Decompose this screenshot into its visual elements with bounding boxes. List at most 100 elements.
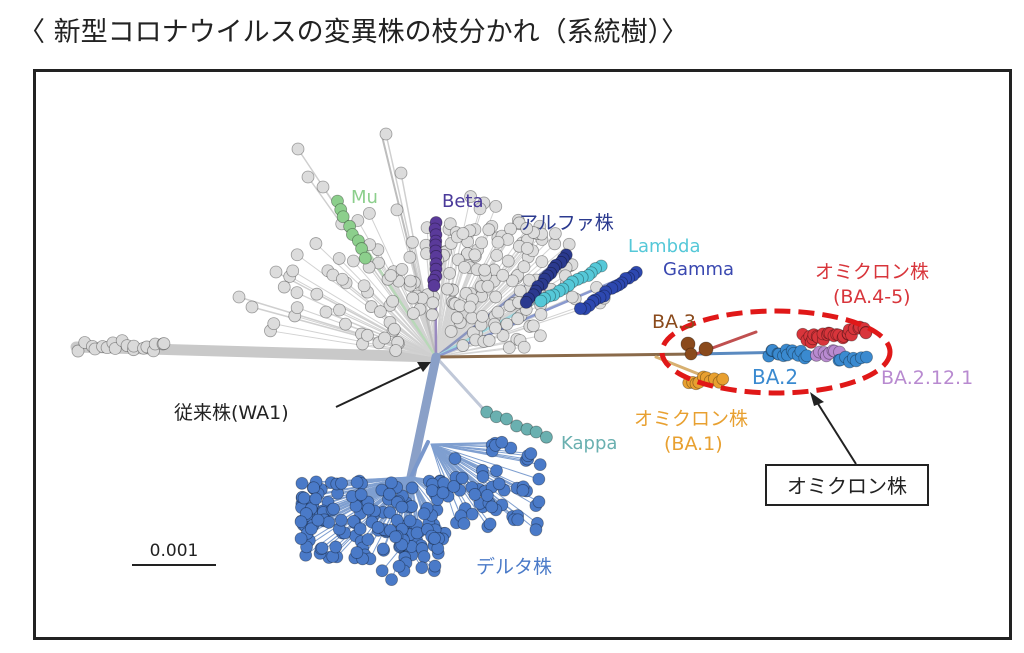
delta-node — [354, 488, 368, 501]
delta-node — [480, 489, 494, 502]
delta-node — [353, 522, 367, 536]
delta-branch — [430, 443, 524, 488]
delta-node — [428, 532, 441, 545]
delta-node — [395, 500, 409, 514]
ba3-node — [684, 347, 698, 361]
gray-node — [403, 250, 417, 264]
delta-node — [371, 521, 385, 534]
gray-node — [267, 317, 281, 331]
delta-node — [504, 441, 518, 455]
kappa-node — [529, 425, 543, 439]
omicron-callout-box — [765, 464, 929, 506]
gray-node — [395, 263, 409, 276]
gray-node — [373, 305, 387, 318]
gray-node — [269, 265, 283, 279]
gray-node — [362, 206, 376, 220]
gray-node — [357, 279, 371, 293]
lambda-node — [534, 294, 548, 308]
gray-node — [290, 286, 304, 299]
delta-node — [307, 481, 321, 495]
delta-node — [297, 491, 311, 505]
gray-node — [562, 237, 576, 251]
omicron-stem-branch — [434, 352, 698, 359]
gray-node — [378, 331, 392, 345]
gray-node — [406, 307, 420, 320]
delta-node — [392, 559, 406, 573]
gray-node — [491, 305, 505, 319]
gray-node — [339, 317, 352, 331]
delta-node — [383, 506, 397, 519]
kappa-node — [539, 430, 553, 444]
gray-node — [108, 342, 122, 355]
tree-nodes — [71, 127, 873, 587]
gray-node — [157, 337, 171, 350]
gray-node — [310, 287, 324, 301]
delta-branch — [430, 443, 524, 491]
gray-node — [533, 329, 547, 343]
delta-node — [492, 477, 506, 491]
gray-node — [71, 344, 85, 358]
gray-node — [390, 203, 404, 217]
delta-node — [532, 495, 546, 509]
delta-node — [532, 472, 546, 486]
delta-node — [455, 471, 469, 485]
gray-node — [489, 321, 502, 335]
gray-node — [496, 329, 510, 342]
delta-node — [417, 507, 431, 521]
gray-branch — [273, 323, 437, 358]
delta-label: デルタ株 — [476, 556, 552, 578]
gray-node — [277, 280, 291, 294]
gray-node — [456, 227, 470, 240]
delta-stem-branch — [406, 352, 441, 482]
gray-node — [473, 202, 487, 216]
gray-node — [443, 217, 457, 231]
gray-node — [534, 308, 548, 321]
gray-node — [476, 309, 489, 323]
gray-branch — [435, 250, 534, 358]
gray-branch — [251, 306, 437, 358]
gray-node — [333, 303, 346, 317]
kappa-node — [500, 412, 513, 426]
beta-node — [427, 279, 441, 292]
gray-node — [464, 190, 477, 203]
wa1-label: 従来株(WA1) — [174, 402, 289, 424]
gray-node — [290, 301, 304, 315]
mu-node — [336, 210, 350, 224]
omicron-pointer-arrowhead — [810, 392, 824, 406]
delta-node — [294, 532, 308, 545]
delta-node — [524, 447, 538, 460]
gray-node — [245, 300, 259, 314]
omicron-pointer-arrow — [814, 398, 857, 465]
gray-node — [232, 290, 246, 304]
alpha-node — [519, 296, 533, 309]
delta-node — [311, 513, 325, 527]
gray-node — [520, 241, 534, 255]
delta-node — [495, 435, 509, 449]
delta-node — [490, 464, 503, 478]
gray-node — [316, 180, 330, 194]
gamma-label: Gamma — [663, 259, 734, 280]
gray-node — [361, 328, 374, 342]
delta-node — [457, 517, 471, 531]
delta-node — [447, 480, 461, 493]
alpha-label: アルファ株 — [519, 212, 614, 234]
delta-node — [295, 476, 309, 490]
delta-node — [389, 530, 402, 544]
gray-node — [425, 308, 439, 322]
delta-node — [465, 507, 479, 521]
gray-node — [496, 268, 510, 282]
delta-branch — [430, 443, 529, 460]
gray-branch — [393, 328, 437, 358]
ba2121-label: BA.2.12.1 — [881, 367, 973, 389]
phylogenetic-tree: オミクロン株 0.001 Mu Beta アルファ株 Lambda Gamma … — [70, 127, 973, 587]
gray-node — [517, 260, 531, 274]
delta-node — [335, 476, 348, 490]
beta-label: Beta — [442, 191, 484, 212]
gray-node — [520, 222, 534, 235]
lambda-label: Lambda — [628, 236, 700, 257]
gray-node — [379, 127, 393, 141]
gray-node — [335, 272, 349, 286]
delta-node — [511, 513, 525, 527]
gray-node — [384, 269, 398, 282]
gray-node — [443, 266, 457, 280]
